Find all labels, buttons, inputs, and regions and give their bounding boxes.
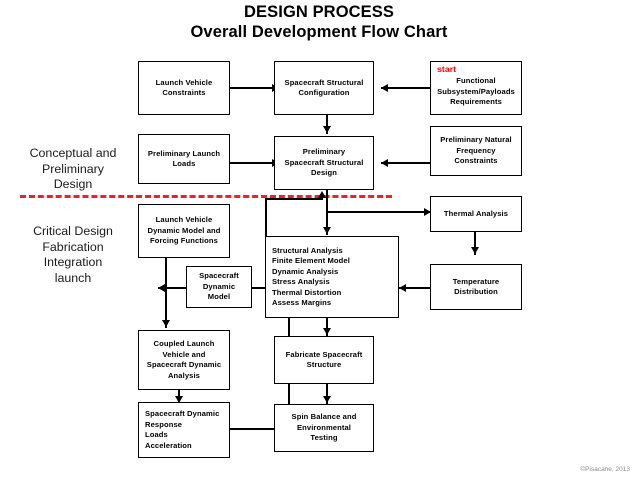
node-spacecraft-structural-configuration[interactable]: Spacecraft Structural Configuration bbox=[274, 61, 374, 115]
arrowhead-to-coupled bbox=[161, 320, 170, 327]
node-temperature-distribution[interactable]: Temperature Distribution bbox=[430, 264, 522, 310]
connector-lvdm-down-trunk bbox=[165, 258, 167, 328]
title-line-2: Overall Development Flow Chart bbox=[190, 23, 448, 41]
node-label: Spin Balance and Environmental Testing bbox=[291, 412, 357, 443]
node-spacecraft-dynamic-response[interactable]: Spacecraft Dynamic Response Loads Accele… bbox=[138, 402, 230, 458]
node-spacecraft-dynamic-model[interactable]: Spacecraft Dynamic Model bbox=[186, 266, 252, 308]
arrowhead-sa-to-fabricate bbox=[322, 328, 331, 335]
connector-sdr-right bbox=[230, 428, 290, 430]
arrowhead-ssc-to-pssd bbox=[322, 126, 331, 133]
connector-thermal-to-tempdist bbox=[474, 232, 476, 255]
arrowhead-coupled-to-sdr bbox=[174, 396, 183, 403]
node-label: Thermal Analysis bbox=[443, 208, 509, 218]
connector-pll-to-pssd bbox=[230, 162, 274, 164]
arrowhead-fsr-to-ssc bbox=[381, 83, 388, 92]
phase-divider-line bbox=[20, 195, 392, 198]
node-label: Preliminary Launch Loads bbox=[147, 148, 221, 169]
connector-tempdist-to-sa bbox=[399, 287, 431, 289]
connector-sdm-to-lefttrunk bbox=[158, 287, 186, 289]
arrowhead-junction-to-structural bbox=[322, 227, 331, 234]
title-line-1: DESIGN PROCESS bbox=[244, 3, 394, 21]
node-functional-subsystem-payloads-requirements[interactable]: start Functional Subsystem/Payloads Requ… bbox=[430, 61, 522, 115]
connector-fabricate-to-spin bbox=[326, 384, 328, 404]
connector-sa-feedback-horizontal bbox=[265, 198, 323, 200]
node-coupled-launch-vehicle-spacecraft-dynamic-analysis[interactable]: Coupled Launch Vehicle and Spacecraft Dy… bbox=[138, 330, 230, 390]
node-label: Fabricate Spacecraft Structure bbox=[285, 349, 363, 370]
connector-pnfc-to-pssd bbox=[381, 162, 430, 164]
start-marker-label: start bbox=[437, 64, 457, 74]
node-thermal-analysis[interactable]: Thermal Analysis bbox=[430, 196, 522, 232]
arrowhead-thermal-to-tempdist bbox=[470, 247, 479, 254]
copyright-credit: ©Pisacane, 2013 bbox=[580, 466, 630, 473]
connector-sa-feedback-vertical bbox=[265, 198, 267, 240]
node-label: Launch Vehicle Dynamic Model and Forcing… bbox=[147, 215, 221, 246]
arrowhead-sdm-to-lefttrunk bbox=[158, 283, 165, 292]
phase-label-conceptual: Conceptual and Preliminary Design bbox=[29, 146, 117, 191]
page-title: DESIGN PROCESS Overall Development Flow … bbox=[0, 2, 638, 42]
connector-sa-to-fabricate bbox=[326, 318, 328, 336]
node-preliminary-natural-frequency-constraints[interactable]: Preliminary Natural Frequency Constraint… bbox=[430, 126, 522, 176]
node-label: Spacecraft Dynamic Model bbox=[199, 271, 239, 302]
arrowhead-tempdist-to-sa bbox=[399, 283, 406, 292]
node-fabricate-spacecraft-structure[interactable]: Fabricate Spacecraft Structure bbox=[274, 336, 374, 384]
node-label: Spacecraft Structural Configuration bbox=[284, 77, 364, 98]
node-preliminary-spacecraft-structural-design[interactable]: Preliminary Spacecraft Structural Design bbox=[274, 136, 374, 190]
arrowhead-sa-feedback-to-pssd bbox=[318, 191, 326, 198]
connector-sa-to-sdm bbox=[240, 287, 267, 289]
node-label: Launch Vehicle Constraints bbox=[155, 77, 213, 98]
node-structural-analysis[interactable]: Structural Analysis Finite Element Model… bbox=[265, 236, 399, 318]
node-preliminary-launch-loads[interactable]: Preliminary Launch Loads bbox=[138, 134, 230, 184]
arrowhead-junction-to-thermal bbox=[424, 207, 431, 216]
node-label: Temperature Distribution bbox=[452, 276, 500, 297]
connector-lvc-to-ssc bbox=[230, 87, 274, 89]
connector-ssc-to-pssd bbox=[326, 115, 328, 134]
node-label: Coupled Launch Vehicle and Spacecraft Dy… bbox=[146, 339, 222, 380]
arrowhead-pnfc-to-pssd bbox=[381, 158, 388, 167]
node-launch-vehicle-constraints[interactable]: Launch Vehicle Constraints bbox=[138, 61, 230, 115]
phase-label-critical: Critical Design Fabrication Integration … bbox=[33, 224, 113, 285]
connector-fsr-to-ssc bbox=[381, 87, 430, 89]
node-label: Structural Analysis Finite Element Model… bbox=[272, 245, 350, 308]
node-label: Spacecraft Dynamic Response Loads Accele… bbox=[145, 409, 220, 450]
arrowhead-fabricate-to-spin bbox=[322, 396, 331, 403]
connector-junction-to-thermal bbox=[326, 211, 430, 213]
node-label: Functional Subsystem/Payloads Requiremen… bbox=[437, 76, 515, 107]
node-label: Preliminary Spacecraft Structural Design bbox=[284, 147, 364, 178]
node-label: Preliminary Natural Frequency Constraint… bbox=[440, 135, 512, 166]
node-spin-balance-environmental-testing[interactable]: Spin Balance and Environmental Testing bbox=[274, 404, 374, 452]
node-launch-vehicle-dynamic-model[interactable]: Launch Vehicle Dynamic Model and Forcing… bbox=[138, 204, 230, 258]
